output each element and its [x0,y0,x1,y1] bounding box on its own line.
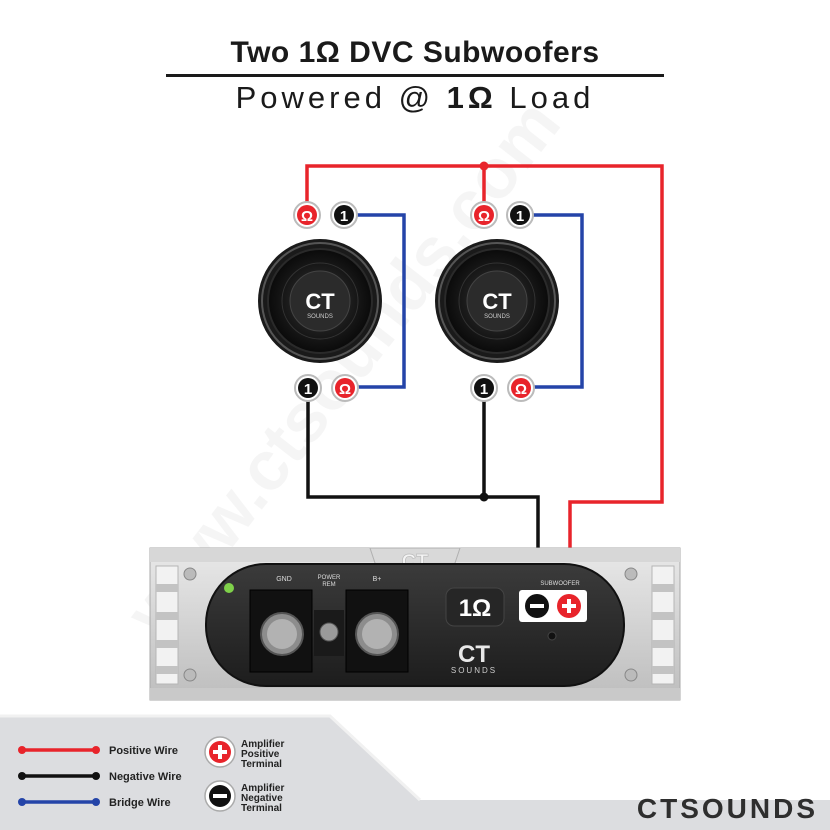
amplifier-logo: CT [458,641,490,668]
subwoofer-label: SUBWOOFER [540,581,580,587]
subwoofer-1: CT SOUNDS [258,239,382,363]
legend-positive-label: Positive Wire [109,745,178,757]
rem-label: REM [322,582,335,588]
legend-bridge-label: Bridge Wire [109,797,171,809]
title-divider [166,74,664,77]
brand-logo: CTSOUNDS [637,793,818,824]
legend-amp-negative: Amplifier Negative Terminal [204,780,284,814]
subwoofer-2-logo: CT [482,289,512,314]
subtitle-suffix: Load [496,80,595,115]
subwoofer-2-terminal-bottom-left: 1 [470,374,498,402]
power-led [224,583,234,593]
legend-positive-wire: Positive Wire [18,745,178,757]
positive-junction [479,161,489,171]
terminal-label: Ω [339,381,351,398]
negative-junction [479,492,489,502]
terminal-label: Ω [301,208,313,225]
amplifier-logo-sub: SOUNDS [451,666,497,675]
subwoofer-1-terminal-top-left: Ω [293,201,321,229]
diagram-subtitle: Powered @ 1Ω Load [0,80,830,116]
rem-terminal [319,622,339,642]
subwoofer-1-sublogo: SOUNDS [307,314,333,320]
terminal-label: 1 [480,381,488,398]
subwoofer-1-logo: CT [305,289,335,314]
subwoofer-1-terminal-bottom-right: Ω [331,374,359,402]
subwoofer-2-sublogo: SOUNDS [484,314,510,320]
subtitle-prefix: Powered @ [235,80,447,115]
legend-amp-positive-line1: Amplifier [241,739,284,750]
amplifier-load: 1Ω [459,595,492,622]
terminal-label: 1 [304,381,312,398]
power-label: POWER [318,575,341,581]
terminal-label: 1 [516,208,524,225]
amplifier: CT GND POWER REM B+ SUBWOOFER 1Ω CT [149,547,681,701]
legend-amp-positive-line3: Terminal [241,759,282,770]
terminal-label: Ω [478,208,490,225]
subwoofer-1-terminal-top-right: 1 [330,201,358,229]
legend-negative-wire: Negative Wire [18,771,182,783]
legend-bridge-wire: Bridge Wire [18,797,171,809]
legend-amp-positive-line2: Positive [241,749,280,760]
gnd-label: GND [276,576,292,583]
subwoofer-2-terminal-top-right: 1 [506,201,534,229]
legend-negative-label: Negative Wire [109,771,182,783]
legend-amp-negative-line2: Negative [241,793,283,804]
terminal-label: 1 [340,208,348,225]
legend-amp-positive: Amplifier Positive Terminal [204,736,284,770]
subtitle-load: 1Ω [446,80,497,115]
legend-amp-negative-line1: Amplifier [241,783,284,794]
bplus-label: B+ [373,576,382,583]
subwoofer-2-terminal-bottom-right: Ω [507,374,535,402]
bridge-wires [351,213,584,389]
legend-amp-negative-line3: Terminal [241,803,282,814]
diagram-title: Two 1Ω DVC Subwoofers [230,36,600,69]
subwoofer-2: CT SOUNDS [435,239,559,363]
terminal-label: Ω [515,381,527,398]
subwoofer-2-terminal-top-left: Ω [470,201,498,229]
subwoofer-1-terminal-bottom-left: 1 [294,374,322,402]
